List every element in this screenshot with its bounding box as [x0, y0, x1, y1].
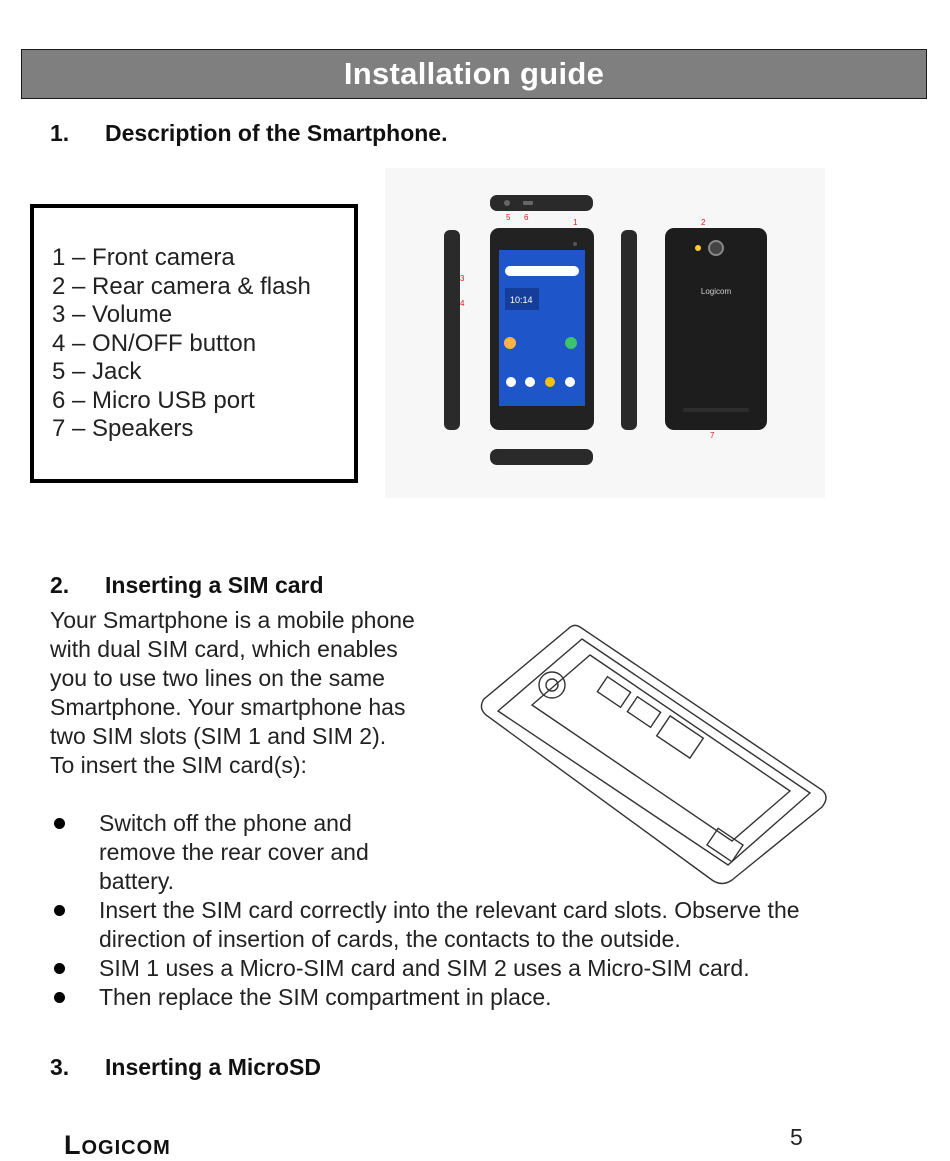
- phone-app-icon: [506, 377, 516, 387]
- section-number: 1.: [50, 120, 70, 146]
- instruction-item: Insert the SIM card correctly into the r…: [50, 896, 890, 954]
- phone-chassis-inner: [496, 638, 812, 866]
- sim-lead-line: To insert the SIM card(s):: [50, 752, 307, 778]
- legend-item: 7 – Speakers: [52, 415, 194, 442]
- phone-right-side: [621, 230, 637, 430]
- section-heading-description: 1. Description of the Smartphone.: [50, 120, 447, 147]
- legend-item: 3 – Volume: [52, 301, 173, 328]
- page-title-bar: Installation guide: [21, 49, 927, 99]
- sim-slot-2: [626, 695, 662, 729]
- sim-intro-paragraph: Your Smartphone is a mobile phone with d…: [50, 607, 415, 749]
- phone-back: [665, 228, 767, 430]
- callout-label: 5: [506, 213, 511, 222]
- back-brand-label: Logicom: [701, 287, 732, 296]
- phone-bottom-view: [490, 449, 593, 465]
- screen-clock: 10:14: [510, 295, 533, 305]
- browser-app-icon: [545, 377, 555, 387]
- legend-item: 2 – Rear camera & flash: [52, 272, 311, 300]
- search-bar-shape: [505, 266, 579, 276]
- connector-block: [655, 714, 705, 760]
- phone-parts-legend: 1 – Front camera 2 – Rear camera & flash…: [30, 204, 358, 483]
- camera-lens-icon: [545, 678, 559, 692]
- callout-label: 6: [524, 213, 529, 222]
- phone-chassis-outline: [480, 624, 827, 885]
- battery-compartment: [530, 654, 792, 842]
- camera-app-icon: [565, 377, 575, 387]
- clock-widget: [505, 288, 539, 310]
- sim-instructions-list: Switch off the phone and remove the rear…: [50, 809, 890, 1012]
- instruction-item: Switch off the phone and remove the rear…: [50, 809, 409, 896]
- jack-port-icon: [504, 200, 510, 206]
- camera-opening-icon: [538, 671, 566, 699]
- callout-label: 4: [460, 299, 465, 308]
- callout-label: 7: [710, 431, 715, 440]
- microsd-slot: [706, 827, 744, 863]
- callout-label: 3: [460, 274, 465, 283]
- section-number: 3.: [50, 1054, 70, 1080]
- legend-item: 1 – Front camera: [52, 244, 235, 271]
- sim-slot-1: [596, 675, 632, 709]
- usb-port-icon: [523, 201, 533, 205]
- page-title: Installation guide: [343, 56, 605, 91]
- speaker-grille: [683, 408, 749, 412]
- rear-camera-icon: [708, 240, 724, 256]
- smartphone-illustration: 10:14 Logicom 1 2 3 4 5 6 7: [385, 168, 825, 498]
- page-number: 5: [790, 1124, 803, 1150]
- logo-initial: L: [64, 1130, 82, 1160]
- phone-left-side: [444, 230, 460, 430]
- callout-label: 1: [573, 218, 578, 227]
- app-icon: [504, 337, 516, 349]
- section-title: Description of the Smartphone.: [105, 120, 448, 146]
- section-title: Inserting a SIM card: [105, 572, 324, 598]
- callout-label: 2: [701, 218, 706, 227]
- sms-app-icon: [525, 377, 535, 387]
- logicom-logo: LOGICOM: [64, 1130, 171, 1161]
- sim-slot-illustration: [480, 624, 827, 885]
- legend-item: 4 – ON/OFF button: [52, 329, 257, 357]
- app-icon: [565, 337, 577, 349]
- front-camera-icon: [573, 242, 577, 246]
- instruction-item: SIM 1 uses a Micro-SIM card and SIM 2 us…: [50, 954, 890, 983]
- flash-icon: [695, 245, 701, 251]
- section-heading-microsd: 3. Inserting a MicroSD: [50, 1054, 321, 1081]
- logo-rest: OGICOM: [81, 1137, 171, 1159]
- sim-intro-text: Your Smartphone is a mobile phone with d…: [50, 606, 430, 780]
- instruction-item: Then replace the SIM compartment in plac…: [50, 983, 890, 1012]
- legend-item: 5 – Jack: [52, 358, 142, 385]
- section-number: 2.: [50, 572, 70, 598]
- section-title: Inserting a MicroSD: [105, 1054, 321, 1080]
- phone-top-view: [490, 195, 593, 211]
- section-heading-sim: 2. Inserting a SIM card: [50, 572, 324, 599]
- legend-item: 6 – Micro USB port: [52, 386, 255, 414]
